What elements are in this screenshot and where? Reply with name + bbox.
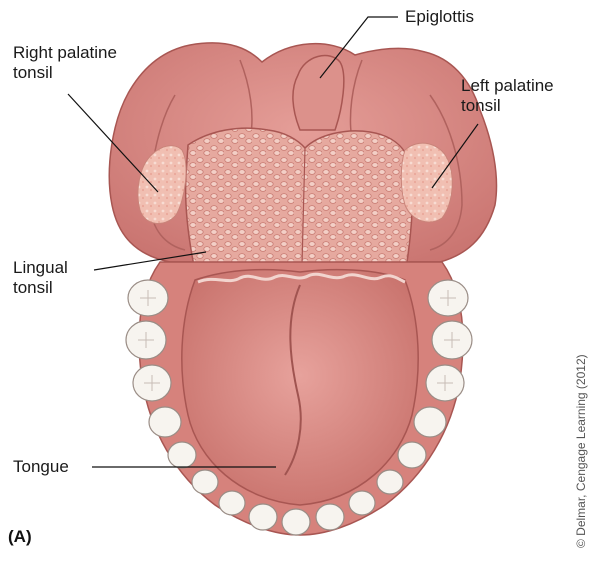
label-tongue: Tongue	[13, 457, 69, 477]
figure-letter: (A)	[8, 527, 32, 547]
label-right-palatine-line1: Right palatine	[13, 43, 117, 63]
label-epiglottis: Epiglottis	[405, 7, 474, 27]
label-left-palatine-line1: Left palatine	[461, 76, 554, 96]
label-lingual-line2: tonsil	[13, 278, 53, 298]
label-lingual-line1: Lingual	[13, 258, 68, 278]
copyright-credit: © Delmar, Cengage Learning (2012)	[574, 354, 588, 548]
left-palatine-tonsil-shape	[401, 143, 452, 222]
label-left-palatine-line2: tonsil	[461, 96, 501, 116]
label-right-palatine-line2: tonsil	[13, 63, 53, 83]
